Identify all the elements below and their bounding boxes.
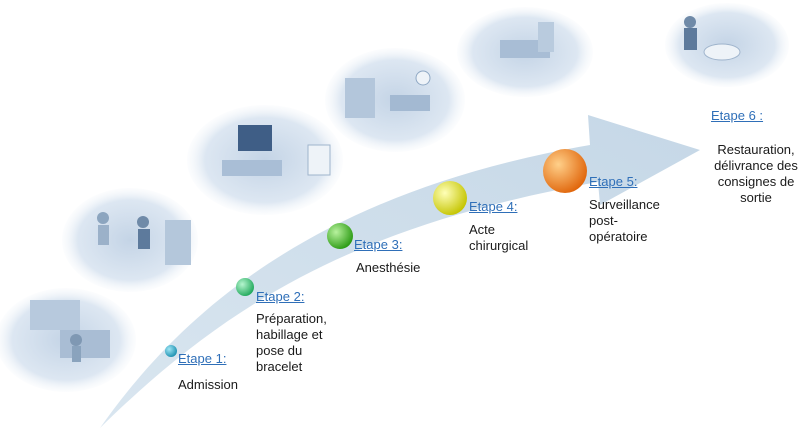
- meal-table-scene-icon: [665, 3, 789, 87]
- dressing-room-scene-icon: [62, 188, 198, 292]
- step-5-bullet: [543, 149, 587, 193]
- step-2-description: Préparation, habillage et pose du bracel…: [256, 311, 327, 374]
- step-6-description: Restauration, délivrance des consignes d…: [714, 142, 798, 205]
- step-5-label: Etape 5:: [589, 174, 638, 189]
- step-2-label: Etape 2:: [256, 289, 305, 304]
- patient-bed-checklist-scene-icon: [187, 105, 343, 215]
- step-3-description: Anesthésie: [356, 260, 421, 275]
- step-1-bullet: [165, 345, 177, 357]
- step-6-label: Etape 6 :: [711, 108, 764, 123]
- step-5-description: Surveillance post- opératoire: [589, 197, 660, 244]
- step-4-bullet: [433, 181, 467, 215]
- step-1-label: Etape 1:: [178, 351, 227, 366]
- step-3-bullet: [327, 223, 353, 249]
- step-3-label: Etape 3:: [354, 237, 403, 252]
- step-1-description: Admission: [178, 377, 238, 392]
- step-4-description: Acte chirurgical: [469, 222, 529, 253]
- recovery-room-scene-icon: [457, 7, 593, 97]
- step-4-label: Etape 4:: [469, 199, 518, 214]
- operating-room-scene-icon: [325, 48, 465, 152]
- reception-desk-scene-icon: [0, 288, 136, 392]
- step-2-bullet: [236, 278, 254, 296]
- progress-arrow: [100, 115, 700, 428]
